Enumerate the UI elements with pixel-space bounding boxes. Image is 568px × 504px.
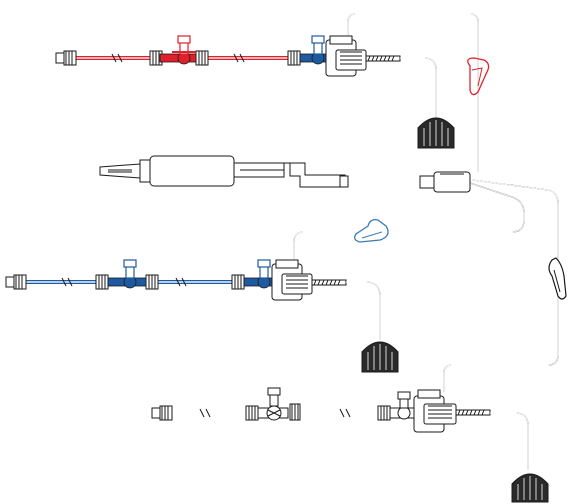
black-clip	[548, 257, 567, 300]
mid-blue-stopcock-left	[107, 259, 147, 289]
arterial-line-assembly	[55, 35, 490, 149]
bottom-filter-housing	[413, 389, 491, 433]
mid-filter-housing	[271, 259, 347, 301]
red-stopcock	[159, 35, 197, 65]
bottom-roller-clamp	[511, 473, 549, 503]
blue-clip	[354, 218, 389, 243]
mid-blue-stopcock-right	[243, 259, 273, 289]
red-clip	[467, 57, 490, 96]
y-connector	[419, 171, 471, 193]
main-tubing	[293, 13, 559, 392]
top-filter-housing	[325, 35, 401, 77]
bottom-stopcock	[257, 387, 301, 421]
spike-and-drip-chamber	[99, 155, 471, 193]
bottom-line-assembly	[151, 387, 549, 503]
top-blue-stopcock	[299, 35, 327, 65]
top-roller-clamp	[417, 117, 455, 149]
mid-roller-clamp	[361, 341, 399, 373]
venous-line-assembly	[5, 218, 567, 373]
bottom-small-stopcock	[389, 391, 415, 420]
